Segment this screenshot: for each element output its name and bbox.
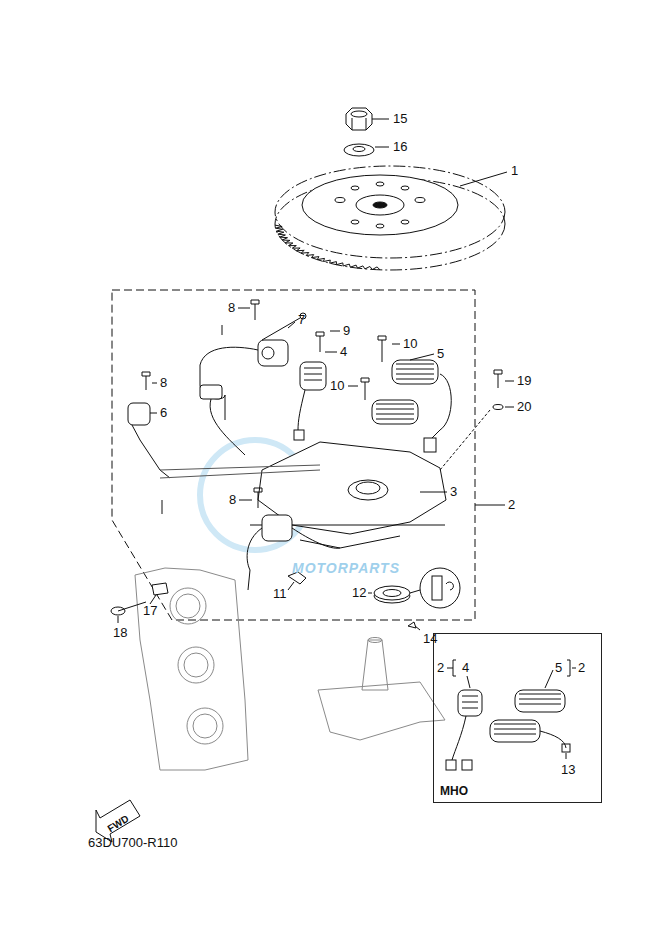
watermark: MOTORPARTS [292, 561, 400, 575]
inset-box: MHO [433, 633, 602, 803]
callout-number: 8 [228, 301, 235, 315]
callout-number: 11 [273, 587, 287, 601]
callout-number: 18 [113, 626, 127, 640]
callout-number: 8 [160, 376, 167, 390]
callout-number: 4 [462, 661, 469, 675]
callout-number: 63DU700-R110 [88, 836, 177, 850]
callout-number: 15 [393, 112, 407, 126]
callout-number: 3 [450, 485, 457, 499]
callout-number: 6 [160, 406, 167, 420]
callout-number: 2 [578, 661, 585, 675]
callout-number: 5 [437, 347, 444, 361]
callout-number: 9 [343, 324, 350, 338]
callout-number: 8 [229, 493, 236, 507]
callout-number: 2 [508, 498, 515, 512]
callout-number: 7 [298, 313, 305, 327]
callout-number: 20 [517, 400, 531, 414]
callout-number: 16 [393, 140, 407, 154]
callout-number: 4 [340, 345, 347, 359]
callout-number: 13 [561, 763, 575, 777]
callout-number: 17 [143, 604, 157, 618]
callout-number: 1 [511, 164, 518, 178]
callout-number: 14 [423, 632, 437, 646]
callout-number: 10 [330, 379, 344, 393]
callout-number: 10 [403, 337, 417, 351]
callout-number: 5 [555, 661, 562, 675]
callout-number: 19 [517, 374, 531, 388]
callout-number: 12 [352, 586, 366, 600]
callout-number: 2 [437, 661, 444, 675]
variant-label: MHO [440, 784, 468, 798]
